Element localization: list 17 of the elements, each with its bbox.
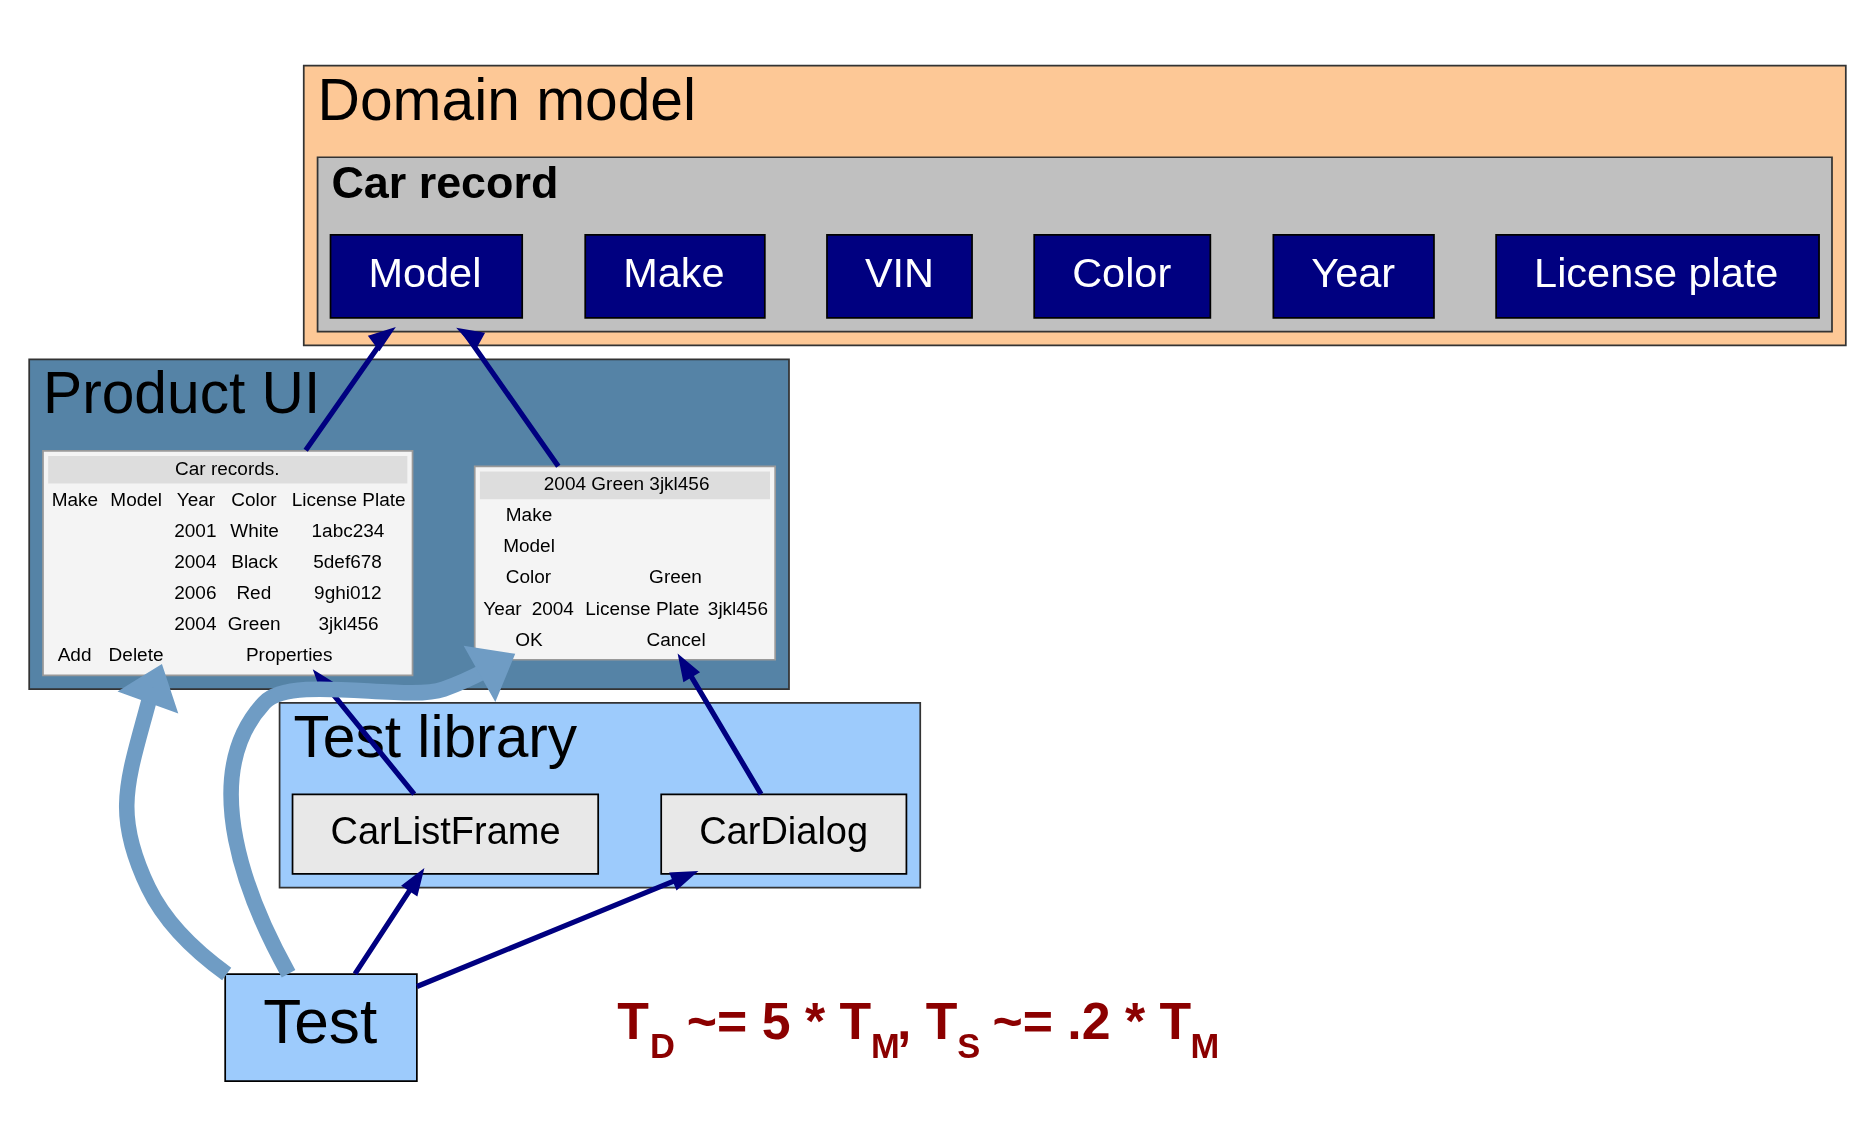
label: T$_{D}$ ~= 5 * T$_{M}$, T$_{S}$ ~= .2 * T$_{M}$ [617,991,1220,1065]
node-box: Year [1272,234,1435,319]
node-box: CarDialog [660,793,908,875]
arrow [456,327,561,468]
arrow [352,867,425,976]
arrow [415,870,699,989]
arrow [303,326,396,452]
arrow [223,645,516,978]
node-box: Color [1033,234,1212,319]
arrow [117,663,232,981]
node-box: Test [224,973,418,1082]
node-box: License plate [1495,234,1820,319]
node-box: Make [584,234,766,319]
node-box: CarListFrame [291,793,600,875]
arrow [677,653,764,796]
node-box: VIN [826,234,973,319]
node-box: Model [329,234,524,319]
